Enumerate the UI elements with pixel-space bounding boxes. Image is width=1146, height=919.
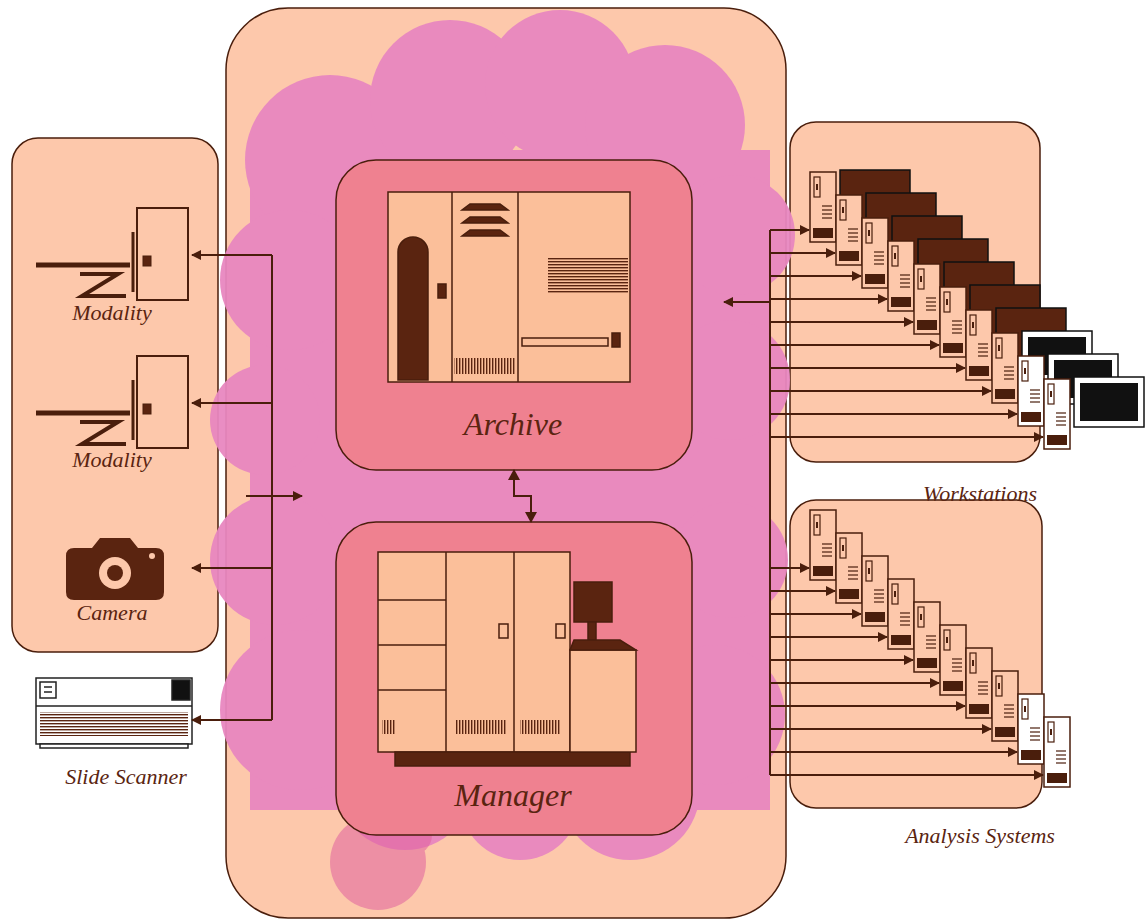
bus-wire — [770, 252, 835, 254]
node-label: Modality — [72, 301, 151, 325]
manager-box — [336, 522, 692, 835]
tower-icon — [966, 648, 992, 718]
tower-icon — [888, 241, 914, 311]
slide-scanner-node: Slide Scanner — [30, 674, 230, 794]
tower-icon — [1044, 717, 1070, 787]
tower-icon — [940, 625, 966, 695]
bus-wire — [770, 344, 939, 346]
bus-wire — [770, 390, 991, 392]
tower-icon — [992, 333, 1018, 403]
bus-wire — [770, 751, 1017, 753]
node-label: Workstations — [923, 482, 1037, 506]
connector — [514, 470, 531, 522]
node-label: Analysis Systems — [905, 824, 1055, 848]
tower-icon — [1044, 379, 1070, 449]
modality-icon — [36, 356, 188, 448]
tower-icon — [966, 310, 992, 380]
modality-node: Modality — [30, 352, 200, 476]
analysis-node: Analysis Systems — [790, 500, 1042, 808]
analysis-group — [790, 500, 1042, 808]
network-cloud — [210, 10, 795, 860]
workstation-group — [790, 122, 1040, 462]
bus-wire — [770, 275, 861, 277]
tower-icon — [862, 556, 888, 626]
bus-wire — [770, 659, 913, 661]
tower-icon — [810, 172, 836, 242]
bus-wire — [770, 367, 965, 369]
bus-wire — [770, 436, 1043, 438]
bus-wire — [770, 682, 939, 684]
tower-icon — [836, 195, 862, 265]
camera-node: Camera — [30, 532, 200, 638]
modality-icon — [36, 208, 188, 300]
bus-wire — [770, 567, 809, 569]
bus-wire — [770, 321, 913, 323]
tower-icon — [810, 510, 836, 580]
node-label: Camera — [77, 601, 148, 625]
archive-box — [336, 160, 692, 470]
tower-icon — [992, 671, 1018, 741]
node-label: Manager — [454, 778, 571, 813]
bus-wire — [770, 413, 1017, 415]
node-label: Modality — [72, 448, 151, 472]
slide-scanner-icon — [36, 678, 192, 748]
bus-wire — [770, 774, 1043, 776]
device-group — [12, 138, 218, 652]
tower-icon — [914, 264, 940, 334]
tower-icon — [940, 287, 966, 357]
workstations-node: Workstations — [790, 122, 1040, 462]
tower-icon — [914, 602, 940, 672]
bus-wire — [770, 613, 861, 615]
monitor-icon — [1074, 377, 1144, 427]
bus-wire — [770, 728, 991, 730]
tower-icon — [1018, 694, 1044, 764]
camera-icon — [66, 538, 164, 600]
bus-wire — [770, 705, 965, 707]
modality-node: Modality — [30, 204, 200, 328]
node-label: Archive — [464, 407, 562, 442]
tower-icon — [1018, 356, 1044, 426]
bus-wire — [770, 229, 809, 231]
manager-machine — [378, 552, 636, 766]
tower-icon — [862, 218, 888, 288]
tower-icon — [836, 533, 862, 603]
computer-icons — [810, 170, 1144, 787]
node-label: Slide Scanner — [65, 765, 187, 789]
archive-node: Archive — [336, 160, 692, 470]
tower-icon — [888, 579, 914, 649]
archive-machine — [388, 192, 630, 382]
manager-node: Manager — [336, 522, 692, 835]
bus-wire — [770, 590, 835, 592]
bus-wire — [770, 298, 887, 300]
bus-wire — [192, 230, 770, 775]
bus-wire — [770, 636, 887, 638]
